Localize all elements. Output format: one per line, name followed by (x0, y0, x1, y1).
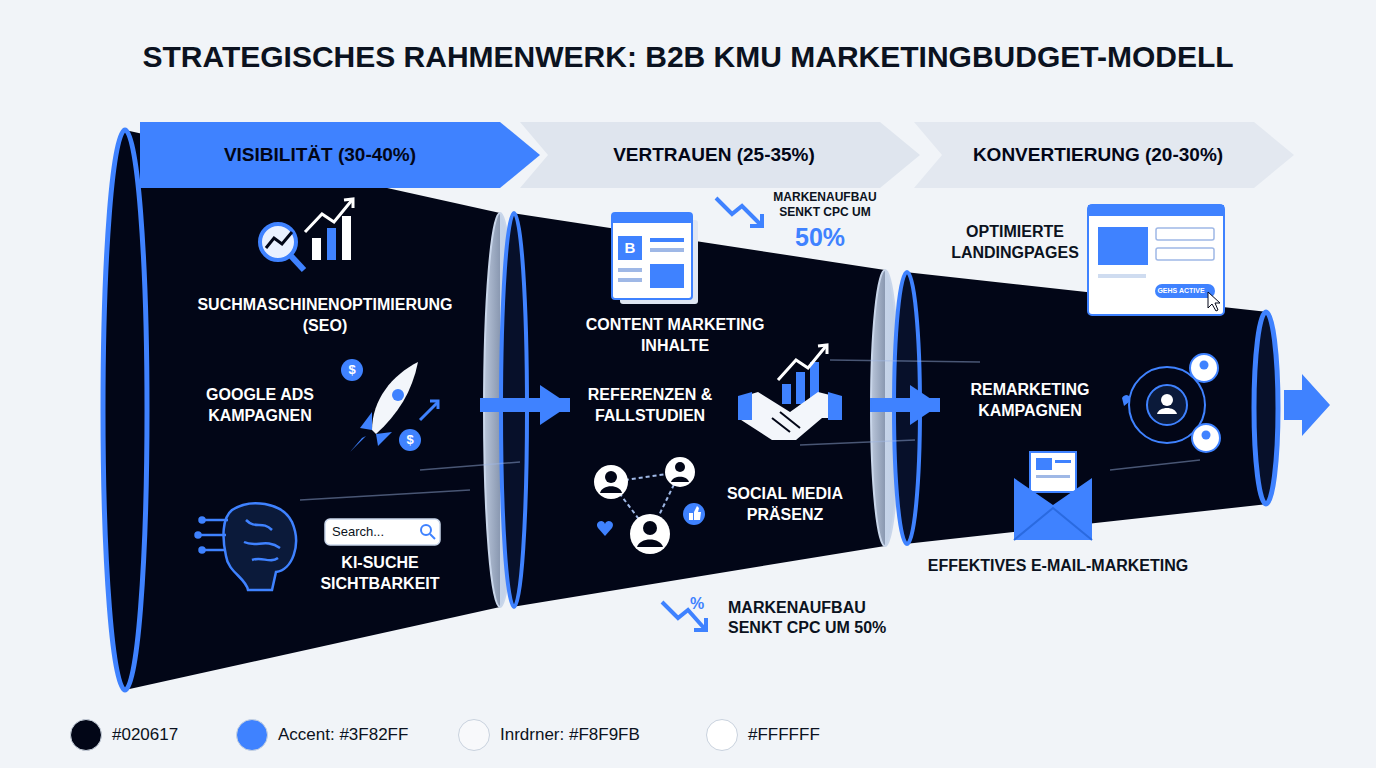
channel-label: REMARKETING KAMPAGNEN (955, 380, 1105, 422)
legend-entry: Accent: #3F82FF (236, 719, 408, 751)
stage-arrow: KONVERTIERUNG (20-30%) (914, 122, 1294, 188)
callout-text: MARKENAUFBAU SENKT CPC UM (760, 190, 890, 220)
funnel-mouth (103, 130, 147, 690)
channel-label: REFERENZEN & FALLSTUDIEN (570, 385, 730, 427)
channel-label: KI-SUCHE SICHTBARKEIT (310, 553, 450, 595)
callout-text: % (690, 594, 704, 614)
funnel-stage: CONTENT MARKETING INHALTE REFERENZEN & FA… (570, 200, 870, 620)
channel-label: CONTENT MARKETING INHALTE (568, 315, 783, 357)
social-avatars (594, 457, 705, 554)
remarketing-icon (1122, 354, 1220, 452)
stage-arrow: VERTRAUEN (25-35%) (520, 122, 920, 188)
flow-arrow (870, 398, 940, 412)
legend-label: Accent: #3F82FF (278, 725, 408, 745)
channel-label: OPTIMIERTE LANDINGPAGES (940, 222, 1090, 264)
legend-entry: #020617 (70, 719, 178, 751)
funnel-stage: OPTIMIERTE LANDINGPAGES REMARKETING KAMPA… (940, 215, 1250, 615)
flow-arrow (480, 398, 570, 412)
stage-arrow: VISIBILITÄT (30-40%) (140, 122, 540, 188)
icon-text: B (618, 236, 642, 260)
stage-arrow-fill (914, 122, 1294, 188)
landingpage-icon (1088, 205, 1224, 315)
callout-text: 50% (795, 222, 845, 253)
legend-label: #FFFFFF (748, 725, 820, 745)
legend-entry: Inrdrner: #F8F9FB (458, 719, 640, 751)
legend-label: Inrdrner: #F8F9FB (500, 725, 640, 745)
diagram-title: STRATEGISCHES RAHMENWERK: B2B KMU MARKET… (0, 40, 1376, 74)
legend-swatch (458, 719, 490, 751)
channel-label: EFFEKTIVES E-MAIL-MARKETING (928, 556, 1188, 577)
icon-text: GEHS ACTIVE (1155, 284, 1207, 298)
legend-swatch (706, 719, 738, 751)
channel-label: SOCIAL MEDIA PRÄSENZ (715, 484, 855, 526)
stage-arrow-fill (520, 122, 920, 188)
exit-arrow (1284, 374, 1330, 436)
funnel-end (1254, 312, 1278, 504)
stage-label: VERTRAUEN (25-35%) (613, 144, 815, 166)
speed-streaks (300, 360, 1200, 500)
callout-text: MARKENAUFBAU SENKT CPC UM 50% (728, 598, 910, 638)
icon-text: $ (399, 429, 421, 451)
legend-entry: #FFFFFF (706, 719, 820, 751)
stage-label: KONVERTIERUNG (20-30%) (973, 144, 1223, 166)
legend-swatch (70, 719, 102, 751)
channel-label: SUCHMASCHINENOPTIMIERUNG (SEO) (180, 295, 470, 337)
seo-icon (260, 199, 353, 270)
funnel-stage: SUCHMASCHINENOPTIMIERUNG (SEO) GOOGLE ADS… (160, 200, 480, 620)
legend-label: #020617 (112, 725, 178, 745)
icon-text: Search... (332, 524, 384, 540)
channel-label: GOOGLE ADS KAMPAGNEN (195, 385, 325, 427)
legend-swatch (236, 719, 268, 751)
stage-arrow-fill (140, 122, 540, 188)
stage-label: VISIBILITÄT (30-40%) (224, 144, 416, 166)
funnel-section (125, 130, 500, 690)
content-icon (612, 213, 698, 304)
rocket-icon (341, 359, 438, 452)
email-icon (1014, 452, 1092, 540)
trust-icon (738, 345, 842, 440)
icon-text: $ (341, 359, 363, 381)
